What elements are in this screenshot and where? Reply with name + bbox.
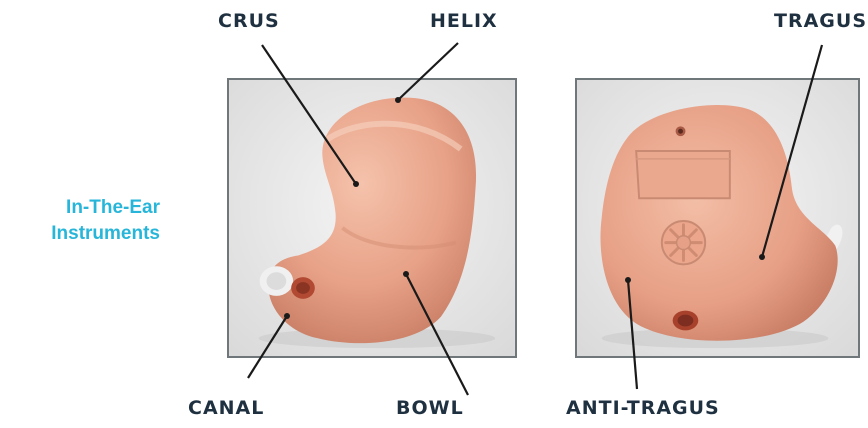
label-bowl: BOWL bbox=[396, 397, 464, 419]
label-tragus: TRAGUS bbox=[774, 10, 867, 32]
section-title: In-The-Ear Instruments bbox=[2, 195, 160, 247]
section-title-line-2: Instruments bbox=[2, 221, 160, 247]
label-canal: CANAL bbox=[188, 397, 264, 419]
label-helix: HELIX bbox=[430, 10, 498, 32]
side-view-photo bbox=[227, 78, 517, 358]
section-title-line-1: In-The-Ear bbox=[2, 195, 160, 221]
label-crus: CRUS bbox=[218, 10, 280, 32]
label-anti-tragus: ANTI-TRAGUS bbox=[566, 397, 720, 419]
side-view-illustration bbox=[229, 80, 515, 356]
faceplate-view-photo bbox=[575, 78, 860, 358]
faceplate-view-illustration bbox=[577, 80, 858, 356]
